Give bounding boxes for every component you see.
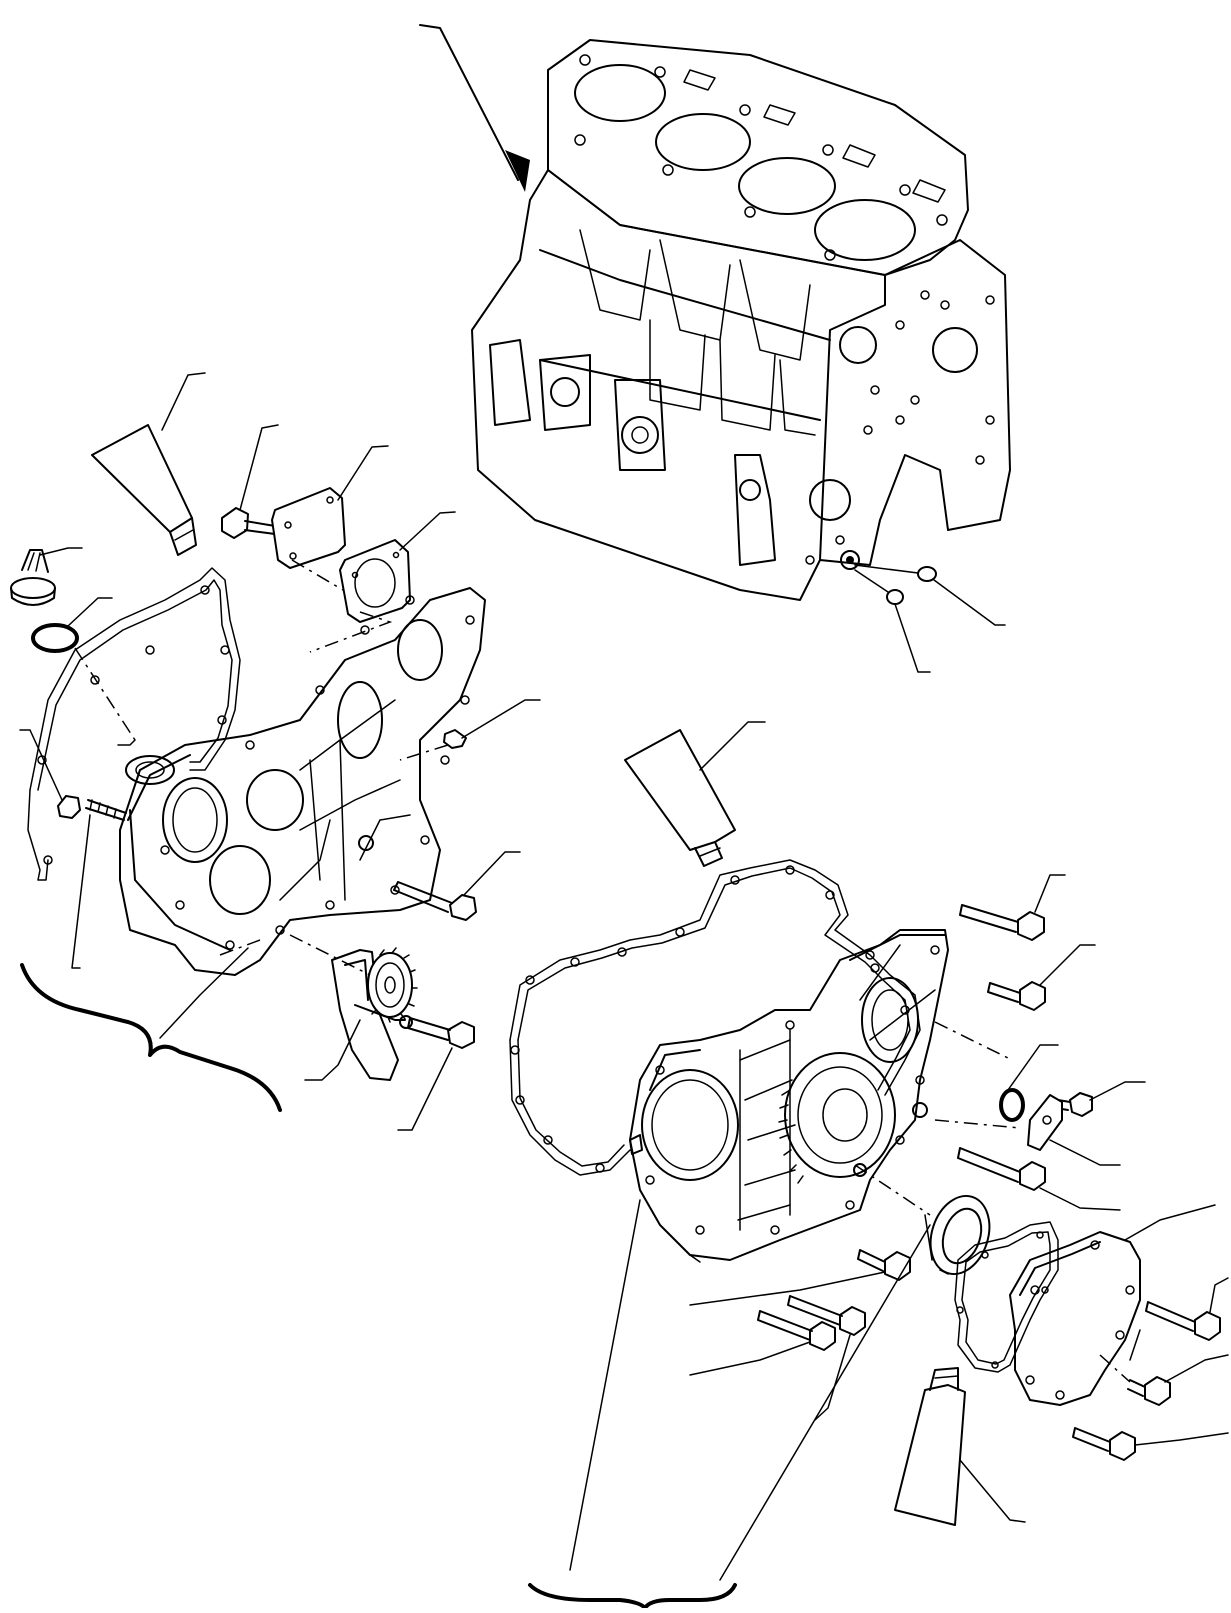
sealant-tube-left [91, 372, 206, 556]
left-assembly-bracket [20, 963, 282, 1112]
long-flange-bolt-top [959, 874, 1066, 941]
stud-nut [19, 729, 81, 819]
cover-bolt-small [221, 424, 279, 539]
stud-bolt [71, 799, 127, 969]
flange-bolt-lower [689, 1249, 911, 1306]
timing-cover [1009, 1204, 1216, 1406]
sealant-tube-right [894, 1367, 1026, 1526]
oil-filler-cap [10, 547, 83, 606]
timing-cover-gasket [954, 1221, 1059, 1373]
timing-cover-bolt-lower [1072, 1427, 1229, 1461]
rear-gear-case-leader [159, 947, 249, 1039]
access-cover [934, 1094, 1121, 1166]
front-gear-case-leader [569, 1199, 641, 1571]
sealant-tube-center [624, 721, 766, 867]
dowel-pin [399, 699, 541, 761]
flange-bolt-middle [957, 1147, 1121, 1211]
oil-pump-bolt [397, 1017, 475, 1131]
crankshaft-oil-seal-leader [719, 1224, 931, 1581]
gear-case-bolt [393, 851, 521, 921]
cover-plate-gasket [309, 511, 456, 653]
block-o-ring-large [854, 564, 1006, 626]
right-assembly-bracket [528, 1583, 737, 1610]
filler-cap-o-ring [31, 597, 136, 741]
rear-gear-case-centerline [219, 939, 261, 956]
timing-cover-bolt-middle [1099, 1354, 1229, 1406]
access-cover-o-ring [999, 1044, 1059, 1122]
timing-cover-bolt-upper [1145, 1277, 1229, 1341]
rear-gear-case [117, 587, 486, 976]
front-cover-gasket [509, 859, 921, 1176]
oil-pump [289, 934, 418, 1081]
rear-gear-case-gasket [27, 567, 241, 881]
front-gear-case [629, 929, 949, 1263]
engine-block [471, 39, 1011, 601]
access-cover-bolt [1055, 1081, 1146, 1117]
block-pointer-arrow [419, 24, 530, 192]
long-bolt-pair [689, 1295, 866, 1421]
crankshaft-oil-seal [854, 1164, 991, 1276]
block-o-ring-small [854, 569, 931, 673]
flange-bolt-upper [934, 944, 1096, 1059]
